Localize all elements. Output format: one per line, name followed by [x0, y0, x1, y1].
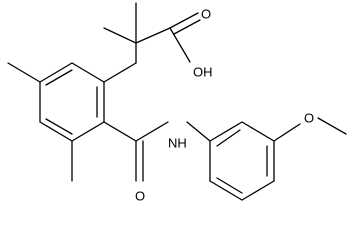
right-benzene-ring — [209, 121, 275, 201]
atom-label-amide-nitrogen: NH — [168, 136, 187, 151]
atom-label-carbonyl-oxygen-amide: O — [135, 189, 145, 204]
dimethylpropanoic-acid-chain — [103, 2, 201, 83]
atom-label-methoxy-oxygen: O — [304, 111, 314, 126]
atom-label-carbonyl-oxygen-acid: O — [201, 7, 211, 22]
chemical-structure-diagram: O OH NH O O — [7, 2, 347, 204]
methoxy-group — [273, 117, 347, 142]
methyl-bond-top-left — [7, 62, 41, 83]
atom-label-hydroxyl: OH — [193, 65, 213, 80]
amide-linkage — [103, 121, 211, 182]
left-benzene-ring — [39, 62, 105, 142]
